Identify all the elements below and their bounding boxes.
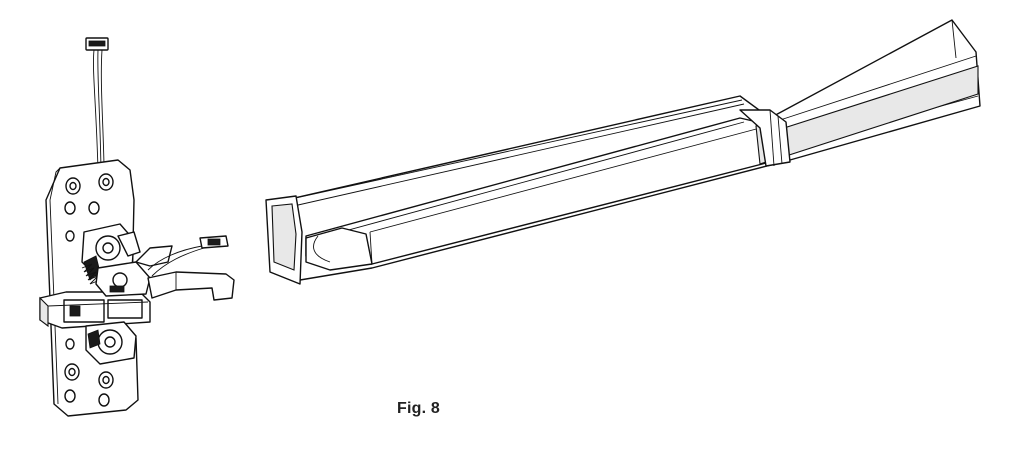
coil-spring — [81, 263, 101, 285]
latch-bolt-housing — [39, 291, 151, 329]
latch-mechanism — [39, 37, 235, 417]
figure-caption: Fig. 8 — [397, 400, 440, 417]
lever-arm — [135, 245, 235, 301]
wire-connector-top — [85, 37, 109, 51]
wire-harness — [93, 49, 105, 171]
end-cap-section — [769, 19, 981, 161]
wire-connector-side — [147, 235, 229, 277]
mounting-holes-lower — [64, 338, 114, 407]
center-linkage — [95, 261, 151, 297]
upper-cam-assembly — [81, 223, 141, 281]
mounting-holes-upper — [64, 173, 114, 242]
rail-end-opening — [265, 195, 303, 285]
lower-cam-assembly — [85, 321, 137, 365]
push-pad-end-cap — [305, 227, 373, 271]
exit-device-rail — [265, 19, 981, 285]
transition-collar — [739, 109, 791, 167]
